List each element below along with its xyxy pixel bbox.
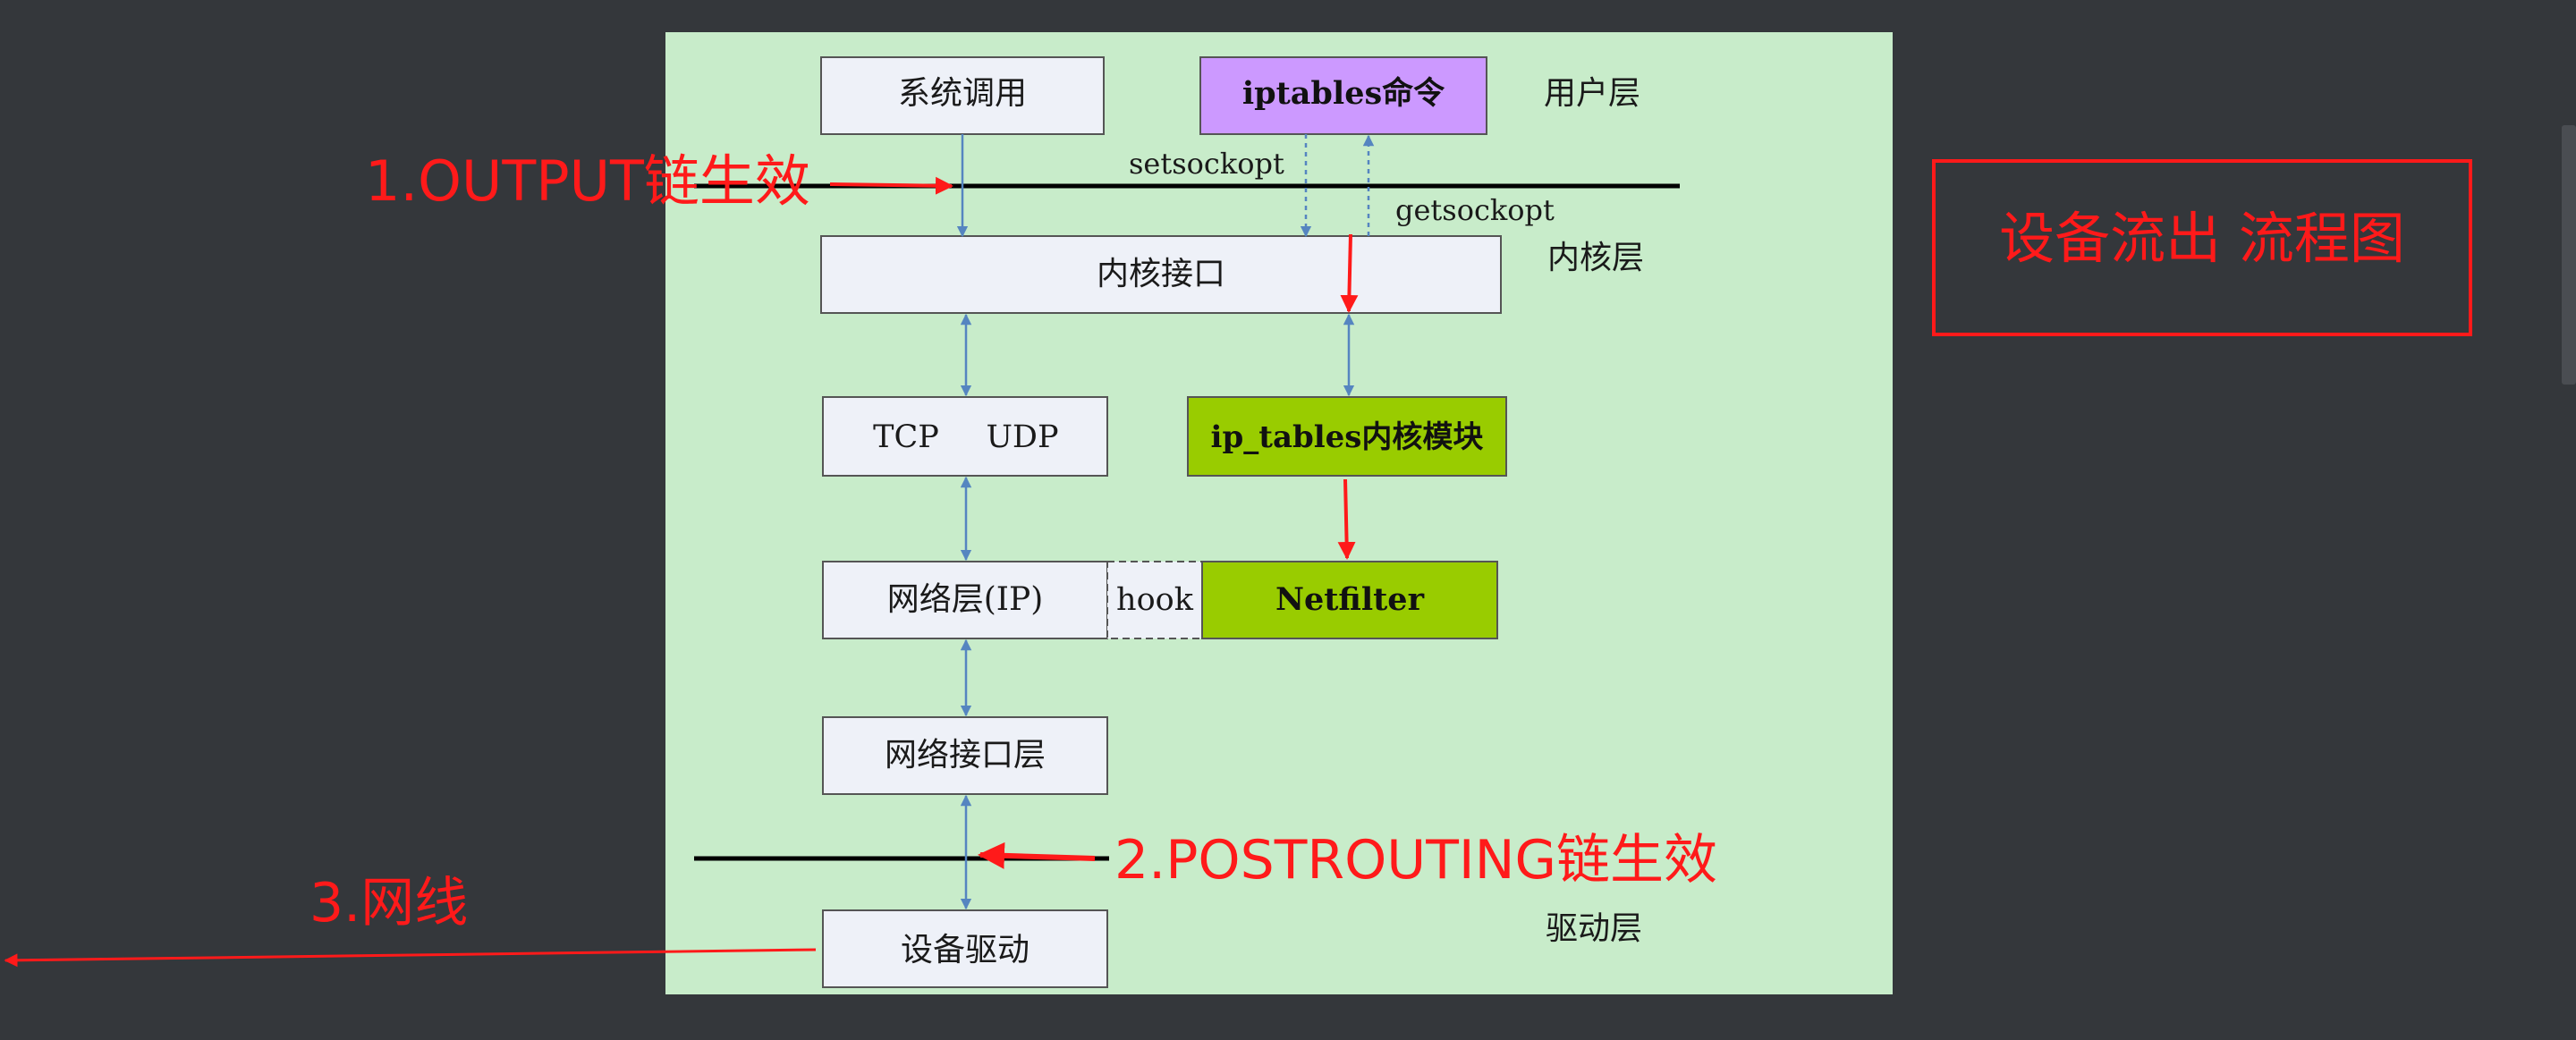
wire-annotation: 3.网线	[309, 872, 468, 934]
syscall-label: 系统调用	[898, 75, 1027, 112]
output-chain-arrow	[829, 176, 953, 195]
postrouting-chain-annotation: 2.POSTROUTING链生效	[1114, 829, 1717, 892]
flow-title-frame	[1932, 159, 2472, 336]
network-layer-box	[822, 561, 1108, 639]
iptables-command-label: iptables命令	[1242, 75, 1445, 112]
getsockopt-red-arrow	[1340, 233, 1359, 313]
driver-layer-label: 驱动层	[1546, 910, 1642, 947]
udp-label: UDP	[986, 419, 1058, 455]
flow-title: 设备流出 流程图	[1999, 206, 2405, 271]
device-driver-box	[822, 909, 1108, 988]
user-layer-label: 用户层	[1544, 75, 1640, 112]
tcp-label: TCP	[873, 419, 939, 455]
iptables-command-box	[1199, 56, 1487, 135]
kernel-layer-label: 内核层	[1547, 240, 1644, 276]
module-to-netfilter-red-arrow	[1337, 478, 1356, 560]
network-layer-label: 网络层(IP)	[887, 581, 1044, 618]
ip-tables-module-label: ip_tables内核模块	[1211, 419, 1484, 455]
scrollbar[interactable]	[2562, 125, 2576, 385]
wire-arrow	[4, 948, 817, 968]
getsockopt-label: getsockopt	[1395, 193, 1555, 227]
tcp-udp-box	[822, 396, 1108, 477]
output-chain-annotation: 1.OUTPUT链生效	[365, 148, 810, 214]
network-interface-layer-box	[822, 716, 1108, 795]
syscall-box	[820, 56, 1105, 135]
netfilter-box	[1201, 561, 1498, 639]
postrouting-chain-arrow	[978, 841, 1096, 869]
netfilter-label: Netfilter	[1275, 581, 1425, 618]
ip-tables-module-box	[1187, 396, 1507, 477]
hook-label: hook	[1116, 582, 1194, 618]
diagram-panel	[665, 32, 1893, 994]
device-driver-label: 设备驱动	[901, 932, 1030, 968]
kernel-interface-label: 内核接口	[1097, 256, 1225, 292]
network-interface-layer-label: 网络接口层	[885, 737, 1046, 774]
setsockopt-label: setsockopt	[1129, 147, 1284, 181]
kernel-interface-box	[820, 235, 1502, 314]
